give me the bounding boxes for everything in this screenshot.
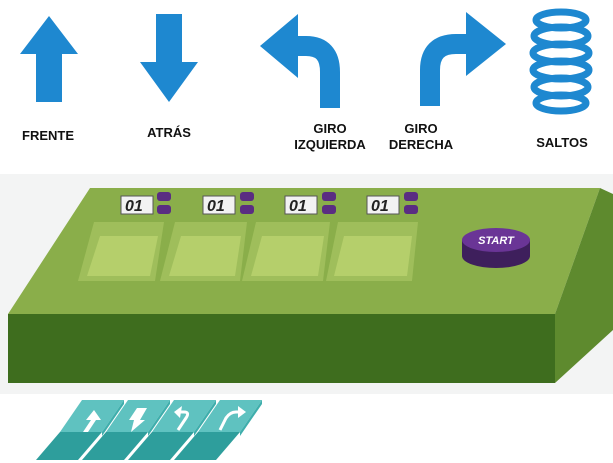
jumps-label: SALTOS bbox=[536, 135, 588, 150]
counter-down-button[interactable] bbox=[157, 205, 171, 214]
counter-down-button[interactable] bbox=[240, 205, 254, 214]
slot-counter-value: 01 bbox=[125, 198, 143, 215]
program-slot[interactable] bbox=[242, 222, 330, 281]
arrow-up-icon bbox=[20, 16, 78, 102]
counter-down-button[interactable] bbox=[322, 205, 336, 214]
slot-counter: 01 bbox=[202, 192, 254, 215]
turn-left-arrow-icon bbox=[174, 406, 190, 431]
command-tile[interactable] bbox=[82, 400, 170, 460]
slot-counter: 01 bbox=[366, 192, 418, 215]
arrow-down-icon bbox=[129, 408, 147, 432]
counter-up-button[interactable] bbox=[240, 192, 254, 201]
forward-label: FRENTE bbox=[22, 128, 74, 143]
turn-right-label: GIRO DERECHA bbox=[388, 121, 454, 152]
start-button-label: START bbox=[478, 235, 515, 247]
turn-right-arrow-icon bbox=[218, 406, 246, 431]
counter-up-button[interactable] bbox=[322, 192, 336, 201]
slot-counter-value: 01 bbox=[289, 198, 307, 215]
arrow-down-icon bbox=[140, 14, 198, 102]
turn-left-label: GIRO IZQUIERDA bbox=[294, 121, 366, 152]
back-label: ATRÁS bbox=[147, 125, 191, 140]
program-slot[interactable] bbox=[78, 222, 164, 281]
counter-down-button[interactable] bbox=[404, 205, 418, 214]
start-button[interactable]: START bbox=[462, 228, 530, 268]
turn-left-arrow-icon bbox=[260, 14, 340, 108]
jumps-command bbox=[520, 6, 602, 116]
counter-up-button[interactable] bbox=[404, 192, 418, 201]
turn-right-arrow-icon bbox=[420, 12, 506, 106]
board-front bbox=[8, 314, 555, 383]
program-slot[interactable] bbox=[326, 222, 418, 281]
command-tile[interactable] bbox=[36, 400, 124, 460]
turn-right-command bbox=[412, 8, 508, 108]
turn-left-command bbox=[258, 10, 350, 110]
program-slot[interactable] bbox=[160, 222, 247, 281]
command-tile[interactable] bbox=[128, 400, 216, 460]
slot-counter-value: 01 bbox=[207, 198, 225, 215]
arrow-up-icon bbox=[83, 410, 101, 432]
slot-counter: 01 bbox=[120, 192, 171, 215]
spring-icon bbox=[529, 8, 593, 115]
board-side bbox=[555, 188, 613, 383]
forward-command bbox=[18, 14, 80, 104]
slot-counter: 01 bbox=[284, 192, 336, 215]
command-tile[interactable] bbox=[174, 400, 262, 460]
back-command bbox=[138, 12, 200, 104]
slot-counter-value: 01 bbox=[371, 198, 389, 215]
counter-up-button[interactable] bbox=[157, 192, 171, 201]
